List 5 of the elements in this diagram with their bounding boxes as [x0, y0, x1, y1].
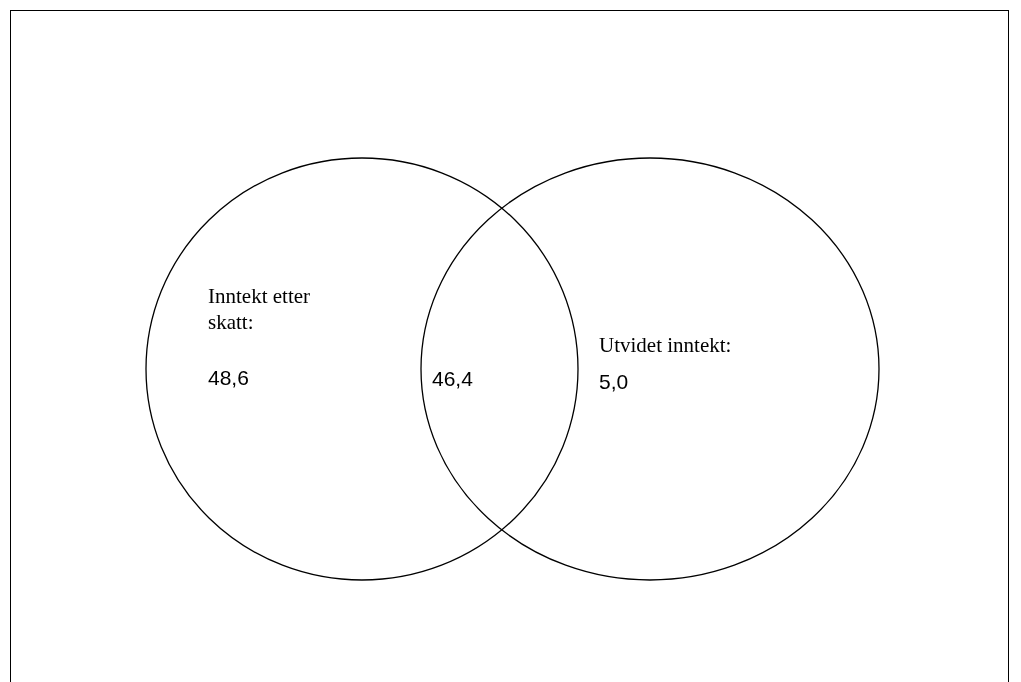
set-label: Utvidet inntekt: — [599, 332, 733, 359]
set-value: 5,0 — [599, 369, 630, 395]
set-label: Inntekt etter skatt: — [208, 283, 312, 336]
set-value: 48,6 — [208, 365, 250, 391]
intersection-value: 46,4 — [432, 366, 473, 392]
